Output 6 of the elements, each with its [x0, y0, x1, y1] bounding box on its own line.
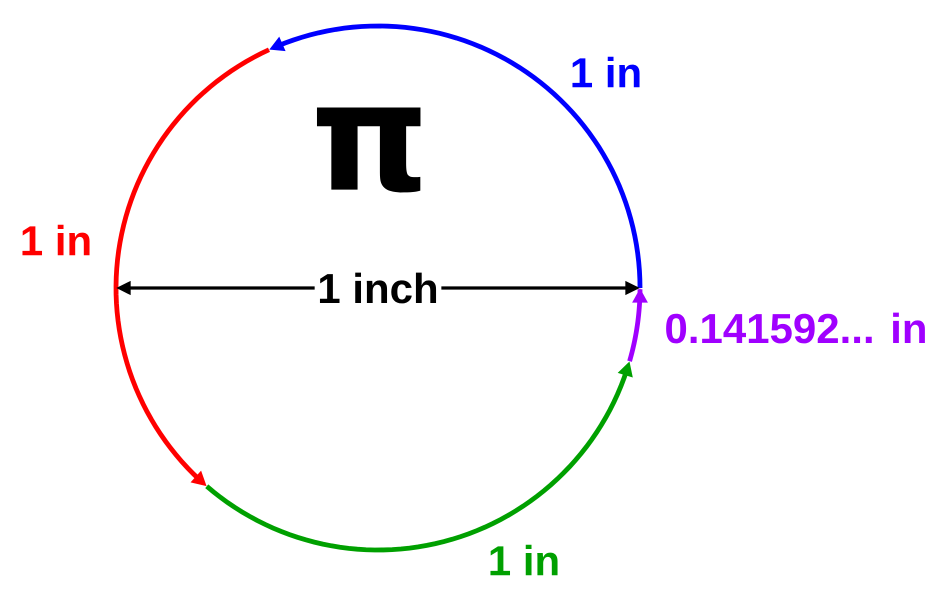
- measure-label: 1 inch: [314, 270, 442, 306]
- measure-label: 1 in: [22, 224, 90, 256]
- measure-label: 0.141592... in: [666, 312, 925, 344]
- pi-symbol: π: [316, 108, 420, 192]
- measure-label: 1 in: [490, 544, 558, 576]
- measure-label: 1 in: [572, 56, 640, 88]
